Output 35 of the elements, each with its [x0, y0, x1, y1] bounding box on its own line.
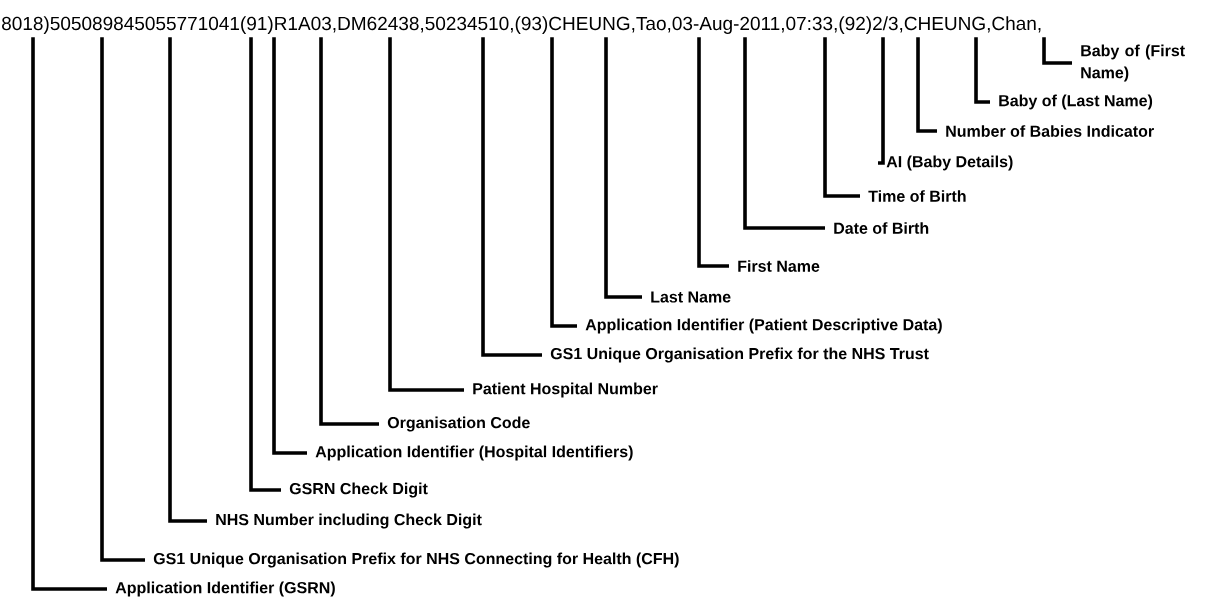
leader-line [319, 37, 379, 426]
leader-line [604, 37, 642, 299]
field-label: AI (Baby Details) [886, 155, 1013, 171]
field-label: Application Identifier (GSRN) [115, 581, 335, 597]
field-label: Baby of (Last Name) [999, 94, 1153, 110]
field-label: GS1 Unique Organisation Prefix for the NHS Trust [550, 347, 929, 363]
field-label: Application Identifier (Patient Descriptive Data) [585, 318, 942, 334]
data-string: 8018)505089845055771041(91)R1A03,DM62438,50234510,(93)CHEUNG,Tao,03-Aug-2011,07:33,(92)2/3,CHEUNG,Chan, [2, 16, 1041, 34]
leader-line [974, 37, 990, 104]
field-label: GSRN Check Digit [289, 482, 428, 498]
field-label: First Name [738, 260, 820, 272]
leader-line [168, 37, 207, 523]
field-label: Patient Hospital Number [473, 382, 658, 398]
leader-line [1042, 37, 1072, 65]
field-label: Time of Birth [868, 190, 966, 202]
leader-line [100, 37, 145, 562]
leader-line [249, 37, 281, 492]
leader-line [388, 37, 464, 392]
leader-line [272, 37, 307, 455]
leader-line [878, 37, 885, 165]
leader-line [481, 37, 542, 357]
leader-line [916, 37, 937, 133]
leader-line [31, 37, 107, 591]
field-label: Baby of (First Name) [1081, 44, 1185, 82]
field-label: Date of Birth [834, 222, 929, 234]
field-label: Organisation Code [387, 416, 530, 432]
leader-line [743, 37, 825, 230]
field-label: Last Name [651, 291, 731, 303]
leader-line [550, 37, 577, 328]
leader-line [697, 37, 729, 268]
field-label: Number of Babies Indicator [946, 125, 1154, 137]
field-label: Application Identifier (Hospital Identifiers) [315, 445, 633, 461]
field-label: GS1 Unique Organisation Prefix for NHS Connecting for Health (CFH) [153, 552, 679, 568]
leader-line [823, 37, 860, 198]
field-label: NHS Number including Check Digit [216, 513, 482, 529]
